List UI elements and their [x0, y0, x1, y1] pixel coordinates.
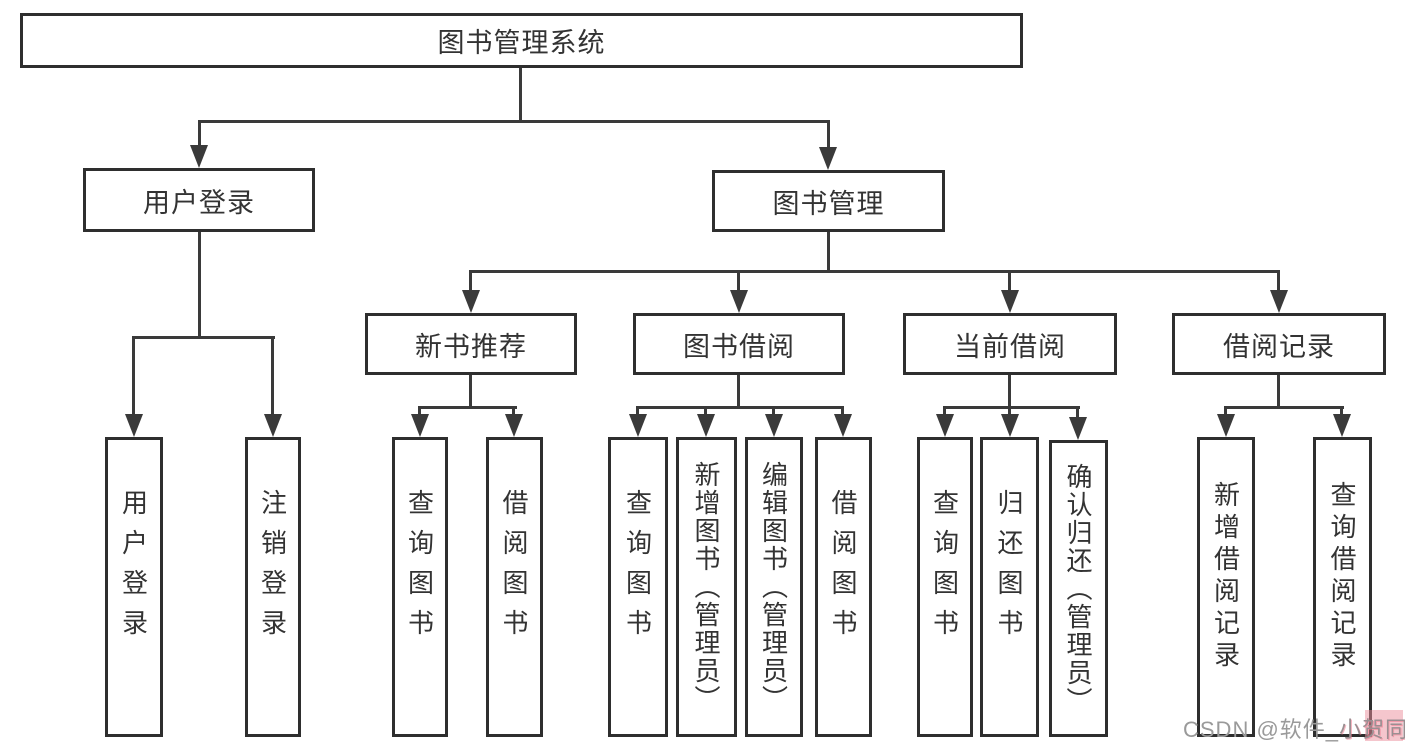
connector-line [419, 406, 517, 409]
node-leaf-bb-add: 新增图书（管理员） [676, 437, 737, 737]
node-label: 用户登录 [118, 489, 149, 649]
node-leaf-cb-query: 查询图书 [917, 437, 973, 737]
node-label: 确认归还（管理员） [1063, 462, 1093, 715]
node-label: 编辑图书（管理员） [758, 461, 789, 713]
node-label: 用户登录 [143, 187, 255, 218]
watermark-text-prefix: CSDN @软件_ [1183, 717, 1340, 742]
connector-line [132, 336, 135, 416]
arrowhead-icon [1217, 414, 1235, 437]
connector-line [1277, 375, 1280, 409]
node-label: 借阅图书 [828, 489, 858, 649]
node-label: 借阅记录 [1223, 331, 1335, 362]
arrowhead-icon [629, 414, 647, 437]
node-user-login: 用户登录 [83, 168, 315, 232]
node-leaf-bb-query: 查询图书 [608, 437, 668, 737]
connector-line [772, 406, 775, 418]
connector-line [198, 120, 830, 123]
connector-line [636, 406, 844, 409]
node-label: 注销登录 [257, 489, 288, 649]
connector-line [1224, 406, 1344, 409]
connector-line [271, 336, 274, 416]
connector-line [133, 336, 275, 339]
arrowhead-icon [462, 290, 480, 313]
arrowhead-icon [936, 414, 954, 437]
node-label: 新书推荐 [415, 331, 527, 362]
node-label: 新增图书（管理员） [691, 461, 721, 713]
arrowhead-icon [1069, 417, 1087, 440]
connector-line [841, 406, 844, 418]
node-label: 查询图书 [404, 489, 435, 649]
connector-line [1008, 270, 1011, 294]
connector-line [198, 120, 201, 150]
connector-line [1076, 406, 1079, 418]
node-root: 图书管理系统 [20, 13, 1023, 68]
connector-line [827, 232, 830, 273]
watermark-pink-patch [1365, 710, 1403, 741]
csdn-watermark: CSDN @软件_小贺同学 [1183, 712, 1405, 744]
node-leaf-br-query: 查询借阅记录 [1313, 437, 1372, 737]
arrowhead-icon [765, 414, 783, 437]
connector-line [418, 406, 421, 418]
node-leaf-logout: 注销登录 [245, 437, 301, 737]
node-borrow-record: 借阅记录 [1172, 313, 1386, 375]
watermark-text-suffix: 小贺同学 [1339, 717, 1405, 742]
node-label: 查询借阅记录 [1327, 481, 1357, 673]
connector-line [1224, 406, 1227, 418]
node-leaf-br-add: 新增借阅记录 [1197, 437, 1255, 737]
arrowhead-icon [264, 414, 282, 437]
arrowhead-icon [819, 147, 837, 170]
arrowhead-icon [1001, 290, 1019, 313]
connector-line [704, 406, 707, 418]
connector-line [943, 406, 946, 418]
node-leaf-bb-edit: 编辑图书（管理员） [745, 437, 803, 737]
connector-line [943, 406, 1080, 409]
node-label: 查询图书 [929, 489, 960, 649]
arrowhead-icon [730, 290, 748, 313]
connector-line [470, 270, 1280, 273]
node-book-borrow: 图书借阅 [633, 313, 845, 375]
node-label: 当前借阅 [954, 331, 1066, 362]
node-label: 图书管理 [772, 188, 885, 219]
node-label: 归还图书 [994, 489, 1024, 649]
node-new-rec: 新书推荐 [365, 313, 577, 375]
node-label: 查询图书 [622, 489, 653, 649]
connector-line [737, 375, 740, 409]
arrowhead-icon [411, 414, 429, 437]
node-leaf-nr-query: 查询图书 [392, 437, 448, 737]
arrowhead-icon [834, 414, 852, 437]
node-label: 新增借阅记录 [1210, 481, 1241, 673]
connector-line [737, 270, 740, 294]
node-label: 图书借阅 [683, 331, 795, 362]
arrowhead-icon [1270, 290, 1288, 313]
node-leaf-cb-confirm: 确认归还（管理员） [1049, 440, 1108, 737]
connector-line [469, 270, 472, 294]
arrowhead-icon [1333, 414, 1351, 437]
connector-line [198, 232, 201, 339]
node-book-mgmt: 图书管理 [712, 170, 945, 232]
connector-line [1008, 406, 1011, 418]
connector-line [512, 406, 515, 418]
node-label: 图书管理系统 [437, 28, 606, 58]
arrowhead-icon [1001, 414, 1019, 437]
connector-line [519, 68, 522, 123]
connector-line [827, 120, 830, 152]
connector-line [1340, 406, 1343, 418]
node-label: 借阅图书 [499, 489, 529, 649]
node-current-borrow: 当前借阅 [903, 313, 1117, 375]
arrowhead-icon [125, 414, 143, 437]
connector-line [1277, 270, 1280, 294]
node-leaf-user-login: 用户登录 [105, 437, 163, 737]
node-leaf-bb-borrow: 借阅图书 [815, 437, 872, 737]
arrowhead-icon [697, 414, 715, 437]
connector-line [469, 375, 472, 409]
connector-line [636, 406, 639, 418]
arrowhead-icon [505, 414, 523, 437]
connector-line [1008, 375, 1011, 409]
node-leaf-nr-borrow: 借阅图书 [486, 437, 543, 737]
node-leaf-cb-return: 归还图书 [980, 437, 1039, 737]
arrowhead-icon [190, 145, 208, 168]
